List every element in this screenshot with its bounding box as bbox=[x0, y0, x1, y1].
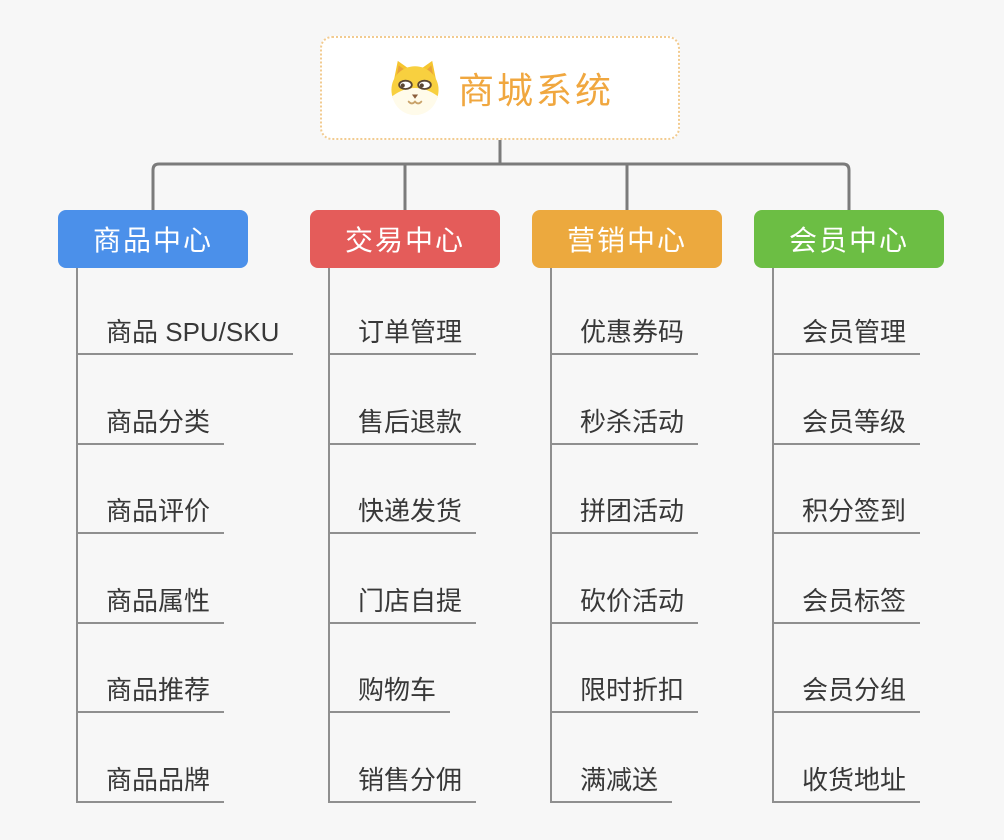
leaf-node[interactable]: 满减送 bbox=[550, 763, 673, 803]
leaf-node[interactable]: 积分签到 bbox=[772, 494, 921, 535]
bus-line bbox=[151, 162, 851, 210]
branch-label: 会员中心 bbox=[788, 225, 909, 256]
branch-label: 交易中心 bbox=[344, 225, 465, 256]
branch-trunk-line-member-center bbox=[772, 268, 774, 803]
branch-node-trade-center[interactable]: 交易中心 bbox=[310, 210, 500, 268]
branch-node-member-center[interactable]: 会员中心 bbox=[754, 210, 944, 268]
leaf-node[interactable]: 商品评价 bbox=[76, 494, 225, 535]
leaf-node[interactable]: 商品推荐 bbox=[76, 673, 225, 714]
branch-trunk-line-marketing-center bbox=[550, 268, 552, 803]
leaf-node[interactable]: 会员等级 bbox=[772, 405, 921, 445]
branch-label: 营销中心 bbox=[566, 225, 687, 256]
leaf-node[interactable]: 订单管理 bbox=[328, 315, 477, 355]
leaf-node[interactable]: 商品品牌 bbox=[76, 763, 225, 803]
branch-trunk-line-product-center bbox=[76, 268, 78, 803]
root-node-label: 商城系统 bbox=[457, 70, 614, 111]
branch-node-product-center[interactable]: 商品中心 bbox=[58, 210, 248, 268]
leaf-node[interactable]: 砍价活动 bbox=[550, 584, 699, 624]
leaf-node[interactable]: 快递发货 bbox=[328, 494, 477, 535]
branch-label: 商品中心 bbox=[92, 225, 213, 256]
leaf-node[interactable]: 会员分组 bbox=[772, 673, 921, 714]
leaf-node[interactable]: 售后退款 bbox=[328, 405, 477, 445]
leaf-node[interactable]: 秒杀活动 bbox=[550, 405, 699, 445]
dog-icon bbox=[391, 60, 439, 116]
branch-trunk-line-trade-center bbox=[328, 268, 330, 803]
leaf-node[interactable]: 优惠券码 bbox=[550, 315, 699, 355]
leaf-node[interactable]: 限时折扣 bbox=[550, 673, 699, 714]
branch-node-marketing-center[interactable]: 营销中心 bbox=[532, 210, 722, 268]
leaf-node[interactable]: 收货地址 bbox=[772, 763, 921, 803]
leaf-node[interactable]: 商品属性 bbox=[76, 584, 225, 624]
leaf-node[interactable]: 会员管理 bbox=[772, 315, 921, 355]
leaf-node[interactable]: 拼团活动 bbox=[550, 494, 699, 535]
leaf-node[interactable]: 门店自提 bbox=[328, 584, 477, 624]
leaf-node[interactable]: 商品分类 bbox=[76, 405, 225, 445]
leaf-node[interactable]: 购物车 bbox=[328, 673, 451, 714]
leaf-node[interactable]: 商品 SPU/SKU bbox=[76, 315, 294, 355]
root-node[interactable]: 商城系统 bbox=[320, 36, 680, 140]
leaf-node[interactable]: 销售分佣 bbox=[328, 763, 477, 803]
leaf-node[interactable]: 会员标签 bbox=[772, 584, 921, 624]
